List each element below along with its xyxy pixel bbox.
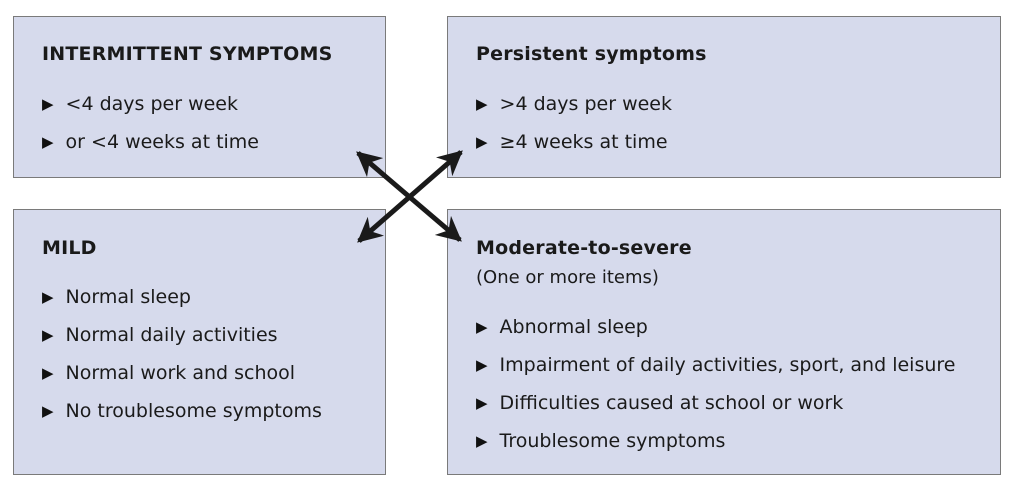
bullet-triangle-icon: ▶: [42, 402, 54, 420]
list-item: ▶ or <4 weeks at time: [42, 123, 259, 161]
bullet-triangle-icon: ▶: [42, 288, 54, 306]
item-list: ▶ Abnormal sleep ▶ Impairment of daily act…: [476, 308, 955, 460]
item-text: Abnormal sleep: [499, 316, 648, 338]
item-text: No troublesome symptoms: [65, 400, 322, 422]
list-item: ▶ Impairment of daily activities, sport, …: [476, 346, 955, 384]
box-title: INTERMITTENT SYMPTOMS: [42, 43, 333, 65]
double-arrow-persistent-to-mild: [357, 150, 463, 243]
box-subtitle: (One or more items): [476, 267, 659, 288]
list-item: ▶ Normal daily activities: [42, 316, 322, 354]
list-item: ▶ Abnormal sleep: [476, 308, 955, 346]
item-text: Normal daily activities: [65, 324, 278, 346]
mild-box: MILD ▶ Normal sleep ▶ Normal daily activit…: [13, 209, 386, 475]
intermittent-symptoms-box: INTERMITTENT SYMPTOMS ▶ <4 days per week …: [13, 16, 386, 178]
list-item: ▶ ≥4 weeks at time: [476, 123, 672, 161]
bullet-triangle-icon: ▶: [476, 394, 488, 412]
list-item: ▶ >4 days per week: [476, 85, 672, 123]
list-item: ▶ Normal sleep: [42, 278, 322, 316]
bullet-triangle-icon: ▶: [476, 432, 488, 450]
bullet-triangle-icon: ▶: [42, 326, 54, 344]
persistent-symptoms-box: Persistent symptoms ▶ >4 days per week ▶ ≥…: [447, 16, 1001, 178]
bullet-triangle-icon: ▶: [42, 133, 54, 151]
item-list: ▶ Normal sleep ▶ Normal daily activities ▶…: [42, 278, 322, 430]
box-title: MILD: [42, 237, 97, 259]
item-text: >4 days per week: [499, 93, 673, 115]
list-item: ▶ <4 days per week: [42, 85, 259, 123]
list-item: ▶ Difficulties caused at school or work: [476, 384, 955, 422]
bullet-triangle-icon: ▶: [476, 133, 488, 151]
list-item: ▶ No troublesome symptoms: [42, 392, 322, 430]
item-list: ▶ <4 days per week ▶ or <4 weeks at time: [42, 85, 259, 161]
box-title: Moderate-to-severe: [476, 237, 692, 259]
item-text: Troublesome symptoms: [499, 430, 726, 452]
item-text: Normal work and school: [65, 362, 296, 384]
item-text: <4 days per week: [65, 93, 239, 115]
moderate-to-severe-box: Moderate-to-severe (One or more items) ▶…: [447, 209, 1001, 475]
list-item: ▶ Troublesome symptoms: [476, 422, 955, 460]
bullet-triangle-icon: ▶: [42, 364, 54, 382]
item-text: or <4 weeks at time: [65, 131, 259, 153]
item-text: Difficulties caused at school or work: [499, 392, 844, 414]
box-title: Persistent symptoms: [476, 43, 707, 65]
item-text: ≥4 weeks at time: [499, 131, 668, 153]
bullet-triangle-icon: ▶: [476, 356, 488, 374]
bullet-triangle-icon: ▶: [42, 95, 54, 113]
item-text: Normal sleep: [65, 286, 191, 308]
bullet-triangle-icon: ▶: [476, 318, 488, 336]
list-item: ▶ Normal work and school: [42, 354, 322, 392]
item-text: Impairment of daily activities, sport, a…: [499, 354, 956, 376]
item-list: ▶ >4 days per week ▶ ≥4 weeks at time: [476, 85, 672, 161]
bullet-triangle-icon: ▶: [476, 95, 488, 113]
